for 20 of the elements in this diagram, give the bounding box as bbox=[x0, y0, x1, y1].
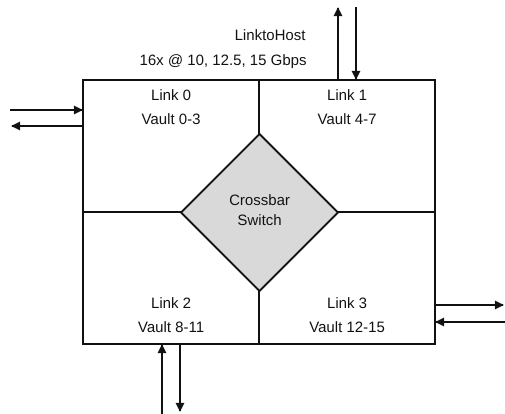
node-title: Link 1 bbox=[326, 87, 368, 105]
arrow bbox=[176, 345, 184, 412]
node-title: Link 2 bbox=[150, 295, 192, 313]
arrow bbox=[436, 300, 504, 310]
arrow bbox=[158, 344, 166, 414]
link-label: LinktoHost bbox=[234, 27, 306, 45]
node-title: Link 0 bbox=[150, 87, 192, 105]
node-label: Vault 8-11 bbox=[138, 319, 204, 337]
bandwidth-label: 16x @ 10, 12.5, 15 Gbps bbox=[140, 52, 306, 70]
node-title: Link 3 bbox=[326, 295, 368, 313]
node-label: Vault 12-15 bbox=[309, 319, 385, 337]
node-label: Crossbar Switch bbox=[228, 190, 291, 230]
arrow bbox=[10, 106, 83, 114]
arrow bbox=[11, 122, 82, 130]
arrow bbox=[352, 7, 360, 80]
node-label: Vault 0-3 bbox=[142, 111, 200, 129]
node-label: Vault 4-7 bbox=[318, 111, 376, 129]
arrow bbox=[334, 7, 342, 79]
decision-diamond bbox=[180, 133, 339, 292]
arrow bbox=[435, 318, 505, 326]
